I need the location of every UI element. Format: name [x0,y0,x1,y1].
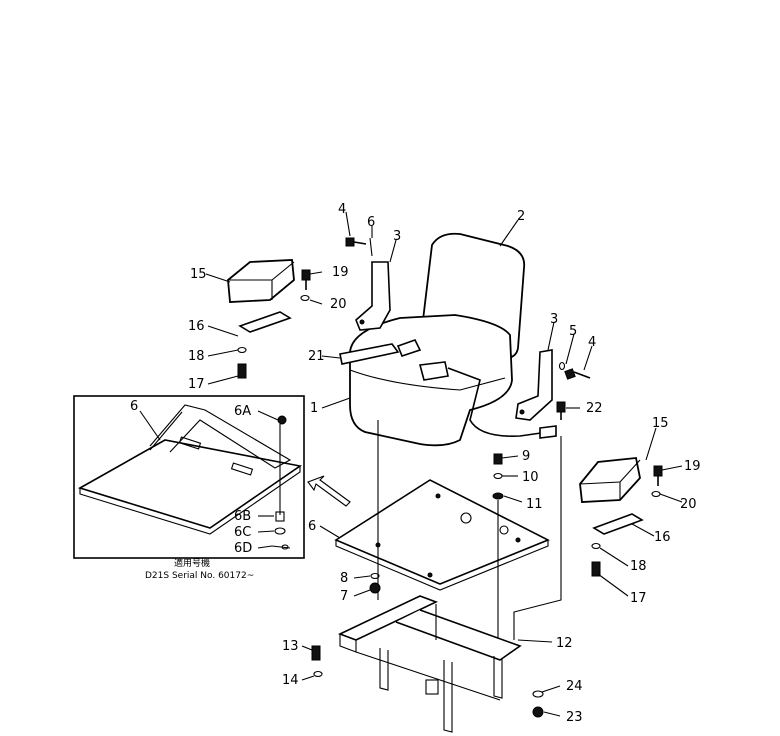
applicability-label: 適用号機 [174,557,210,569]
callout-6C: 6C [234,525,251,540]
callout-16-left: 16 [188,319,205,334]
callout-9: 9 [522,449,530,464]
callout-6-plate: 6 [308,519,316,534]
callout-5: 5 [569,324,577,339]
callout-8: 8 [340,571,348,586]
callout-15-right: 15 [652,416,669,431]
callout-10: 10 [522,470,539,485]
callout-19-left: 19 [332,265,349,280]
seat-stand [311,595,544,733]
callout-19-right: 19 [684,459,701,474]
armrest-left [227,259,311,379]
callout-24: 24 [566,679,583,694]
callout-7: 7 [340,589,348,604]
callout-13: 13 [282,639,299,654]
callout-3-left: 3 [393,229,401,244]
callout-1: 1 [310,401,318,416]
callout-22: 22 [586,401,603,416]
callout-4-right: 4 [588,335,596,350]
callout-17-right: 17 [630,591,647,606]
base-plate [334,453,550,591]
armrest-right [579,457,663,577]
serial-number-label: D21S Serial No. 60172~ [145,571,254,581]
callout-11: 11 [526,497,543,512]
callout-6A: 6A [234,404,251,419]
callout-15-left: 15 [190,267,207,282]
callout-14: 14 [282,673,299,688]
callout-18-left: 18 [188,349,205,364]
callout-20-right: 20 [680,497,697,512]
seat [339,232,557,447]
callout-23: 23 [566,710,583,725]
callout-6D: 6D [234,541,252,556]
inset-detail-box: 6 6A 6B 6C 6D [73,395,305,559]
callout-16-right: 16 [654,530,671,545]
callout-6-washer: 6 [367,215,375,230]
callout-12: 12 [556,636,573,651]
bolt-parts-upper [345,237,591,420]
leader-lines [205,211,683,717]
knob-icon [277,415,287,425]
callout-18-right: 18 [630,559,647,574]
callout-3-right: 3 [550,312,558,327]
callout-4-left: 4 [338,202,346,217]
reference-arrow-icon [307,475,351,507]
callout-21: 21 [308,349,325,364]
callout-17-left: 17 [188,377,205,392]
callout-6B: 6B [234,509,251,524]
callout-6-inset: 6 [130,399,138,414]
callout-20-left: 20 [330,297,347,312]
callout-2: 2 [517,209,525,224]
